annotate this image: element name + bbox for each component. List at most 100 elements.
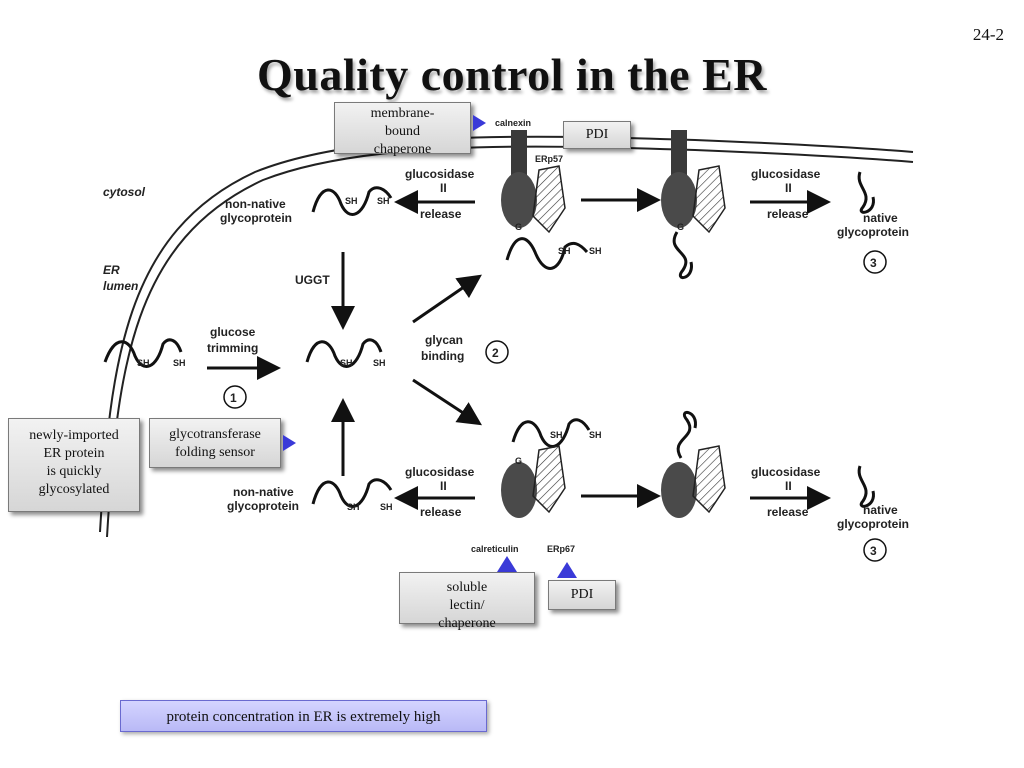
callout-line: glycotransferase [169, 427, 261, 442]
protein-concentration-note: protein concentration in ER is extremely… [120, 700, 487, 732]
binding-label: binding [421, 349, 464, 363]
release-label: release [420, 207, 462, 221]
callout-line: membrane- [370, 106, 435, 121]
callout-line: folding sensor [175, 445, 255, 460]
sh-label: SH [340, 358, 353, 368]
erp-bottom-label: ERp67 [547, 544, 575, 554]
pointer-icon [473, 115, 486, 131]
pointer-icon [557, 562, 577, 578]
release-label: release [420, 505, 462, 519]
calnexin-stalk-1 [511, 130, 527, 176]
soluble-lectin-callout: soluble lectin/ chaperone [399, 572, 535, 631]
ii-label: II [785, 181, 792, 195]
arrow-glycan-down [412, 378, 483, 426]
native-label: native [863, 503, 898, 517]
step-3-top [863, 250, 887, 274]
callout-line: chaperone [438, 616, 496, 631]
sh-label: SH [558, 246, 571, 256]
sh-label: SH [137, 358, 150, 368]
glycan-label: glycan [425, 333, 463, 347]
erp57-3 [532, 445, 566, 514]
ii-label: II [440, 181, 447, 195]
calreticulin-1 [501, 462, 537, 518]
release-label: release [767, 505, 809, 519]
glucosidase-label: glucosidase [751, 167, 821, 181]
pdi-top-callout: PDI [563, 121, 631, 149]
substrate-1 [505, 237, 589, 270]
glycotransferase-callout: glycotransferase folding sensor [149, 418, 281, 468]
step-number: 3 [870, 544, 877, 558]
non-native-label: non-native [233, 485, 294, 499]
step-number: 2 [492, 346, 499, 360]
step-number: 1 [230, 391, 237, 405]
calnexin-lectin-1 [501, 172, 537, 228]
sh-label: SH [380, 502, 393, 512]
calreticulin-2 [661, 462, 697, 518]
substrate-2 [672, 231, 693, 279]
glucose-label: glucose [210, 325, 256, 339]
native-glycoprotein-bottom [857, 465, 875, 508]
new-protein [103, 338, 183, 368]
lumen-label: lumen [103, 279, 138, 293]
glucosidase-label: glucosidase [405, 465, 475, 479]
sh-label: SH [550, 430, 563, 440]
g-label: G [515, 222, 522, 232]
step-2 [485, 340, 509, 364]
slide-title: Quality control in the ER [256, 49, 767, 100]
er-quality-control-diagram: cytosol ER lumen G SH SH G calnexin ERp5… [99, 118, 914, 562]
glucosidase-label: glucosidase [405, 167, 475, 181]
center-protein [305, 338, 383, 368]
pdi-bottom-callout: PDI [548, 580, 616, 610]
non-native-protein-bottom [311, 478, 393, 508]
glucosidase-label: glucosidase [751, 465, 821, 479]
g-label: G [677, 222, 684, 232]
sh-label: SH [345, 196, 358, 206]
substrate-4 [676, 411, 697, 459]
ii-label: II [785, 479, 792, 493]
step-number: 3 [870, 256, 877, 270]
calreticulin-label: calreticulin [471, 544, 519, 554]
cytosol-label: cytosol [103, 185, 146, 199]
membrane-bound-chaperone-callout: membrane- bound chaperone [334, 102, 471, 157]
native-glycoprotein-top [857, 171, 875, 214]
glycoprotein-label: glycoprotein [220, 211, 292, 225]
sh-label: SH [589, 430, 602, 440]
glycoprotein-label: glycoprotein [837, 225, 909, 239]
sh-label: SH [589, 246, 602, 256]
ii-label: II [440, 479, 447, 493]
sh-label: SH [377, 196, 390, 206]
sh-label: SH [173, 358, 186, 368]
callout-line: newly-imported [29, 428, 119, 443]
uggt-label: UGGT [295, 273, 330, 287]
callout-line: chaperone [373, 142, 432, 157]
callout-line: soluble [446, 580, 488, 595]
calnexin-label: calnexin [495, 118, 531, 128]
glycoprotein-label: glycoprotein [227, 499, 299, 513]
step-1 [223, 385, 247, 409]
calnexin-stalk-2 [671, 130, 687, 176]
sh-label: SH [347, 502, 360, 512]
erp57-1 [532, 165, 566, 234]
non-native-protein-top [311, 186, 393, 216]
sh-label: SH [373, 358, 386, 368]
non-native-label: non-native [225, 197, 286, 211]
callout-line: lectin/ [449, 598, 485, 613]
trimming-label: trimming [207, 341, 258, 355]
glycoprotein-label: glycoprotein [837, 517, 909, 531]
erp57-label: ERp57 [535, 154, 563, 164]
callout-line: glycosylated [38, 482, 110, 497]
release-label: release [767, 207, 809, 221]
slide-number: 24-2 [972, 25, 1004, 44]
substrate-3 [511, 418, 591, 448]
callout-line: bound [385, 124, 420, 139]
erp57-2 [692, 165, 726, 234]
arrow-glycan-up [412, 274, 482, 324]
erp57-4 [692, 445, 726, 514]
er-membrane-inner [106, 145, 914, 538]
callout-line: ER protein [43, 446, 105, 461]
step-3-bottom [863, 538, 887, 562]
calnexin-lectin-2 [661, 172, 697, 228]
native-label: native [863, 211, 898, 225]
er-label: ER [103, 263, 120, 277]
pointer-icon [283, 435, 296, 451]
